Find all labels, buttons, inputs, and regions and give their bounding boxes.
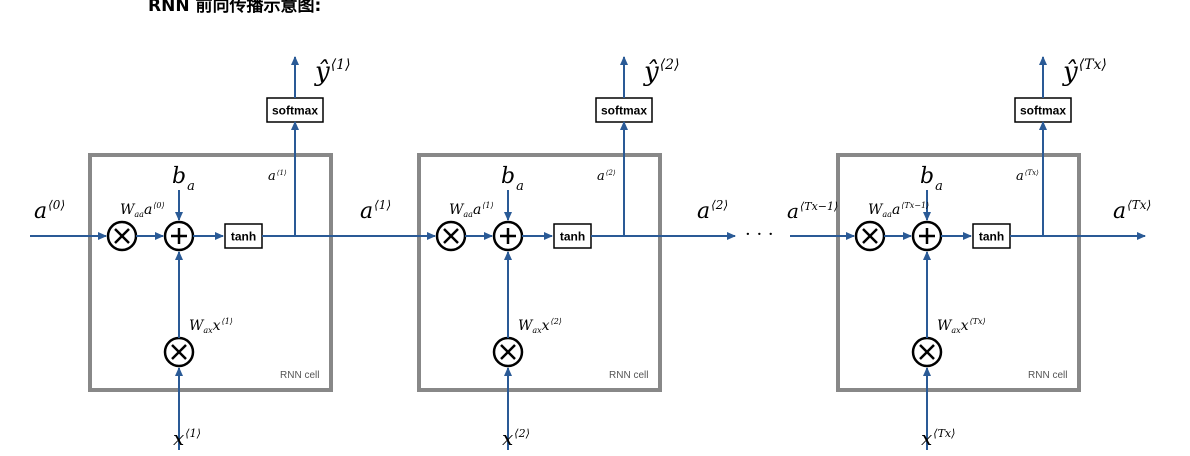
bias-label: ba (501, 164, 524, 194)
add-node (163, 220, 195, 252)
tanh-box: tanh (224, 223, 263, 249)
multiply-node-waa (854, 220, 886, 252)
multiply-node-waa (435, 220, 467, 252)
tanh-box: tanh (972, 223, 1011, 249)
caption: RNN 前向传播示意图: (148, 0, 322, 16)
cell-label: RNN cell (1028, 370, 1067, 381)
wax-label: Waxx⟨1⟩ (189, 317, 233, 335)
softmax-box: softmax (1014, 97, 1072, 123)
svg-text:softmax: softmax (1020, 104, 1066, 118)
softmax-box: softmax (595, 97, 653, 123)
add-node (492, 220, 524, 252)
y-hat-label: ŷ⟨2⟩ (643, 57, 680, 87)
add-node (911, 220, 943, 252)
bias-label: ba (172, 164, 195, 194)
a0-label: a⟨0⟩ (34, 198, 65, 224)
cell-frame (88, 153, 333, 392)
a-inside-label: a⟨2⟩ (597, 169, 616, 184)
multiply-node-wax (911, 336, 943, 368)
multiply-node-wax (163, 336, 195, 368)
bias-label: ba (920, 164, 943, 194)
cell-label: RNN cell (609, 370, 648, 381)
cell-frame (417, 153, 662, 392)
svg-text:tanh: tanh (231, 230, 256, 244)
y-hat-label: ŷ⟨Tx⟩ (1062, 57, 1107, 87)
a-tx-minus-1-label: a⟨Tx−1⟩ (787, 199, 838, 223)
a-tx-label: a⟨Tx⟩ (1113, 198, 1151, 224)
cell-label: RNN cell (280, 370, 319, 381)
ellipsis: · · · (745, 224, 774, 245)
waa-label: Waaa⟨1⟩ (449, 201, 494, 219)
a-inside-label: a⟨Tx⟩ (1016, 169, 1039, 184)
svg-text:softmax: softmax (601, 104, 647, 118)
a1-label: a⟨1⟩ (360, 198, 391, 224)
wax-label: Waxx⟨Tx⟩ (937, 317, 986, 335)
x-input-label: x⟨Tx⟩ (921, 426, 955, 450)
a2-label: a⟨2⟩ (697, 198, 728, 224)
wax-label: Waxx⟨2⟩ (518, 317, 562, 335)
x-input-label: x⟨1⟩ (173, 426, 201, 450)
x-input-label: x⟨2⟩ (502, 426, 530, 450)
a-inside-label: a⟨1⟩ (268, 169, 287, 184)
svg-text:softmax: softmax (272, 104, 318, 118)
softmax-box: softmax (266, 97, 324, 123)
waa-label: Waaa⟨Tx−1⟩ (868, 201, 929, 219)
multiply-node-wax (492, 336, 524, 368)
svg-text:tanh: tanh (560, 230, 585, 244)
waa-label: Waaa⟨0⟩ (120, 201, 165, 219)
cell-frame (836, 153, 1081, 392)
y-hat-label: ŷ⟨1⟩ (314, 57, 351, 87)
tanh-box: tanh (553, 223, 592, 249)
multiply-node-waa (106, 220, 138, 252)
svg-text:tanh: tanh (979, 230, 1004, 244)
